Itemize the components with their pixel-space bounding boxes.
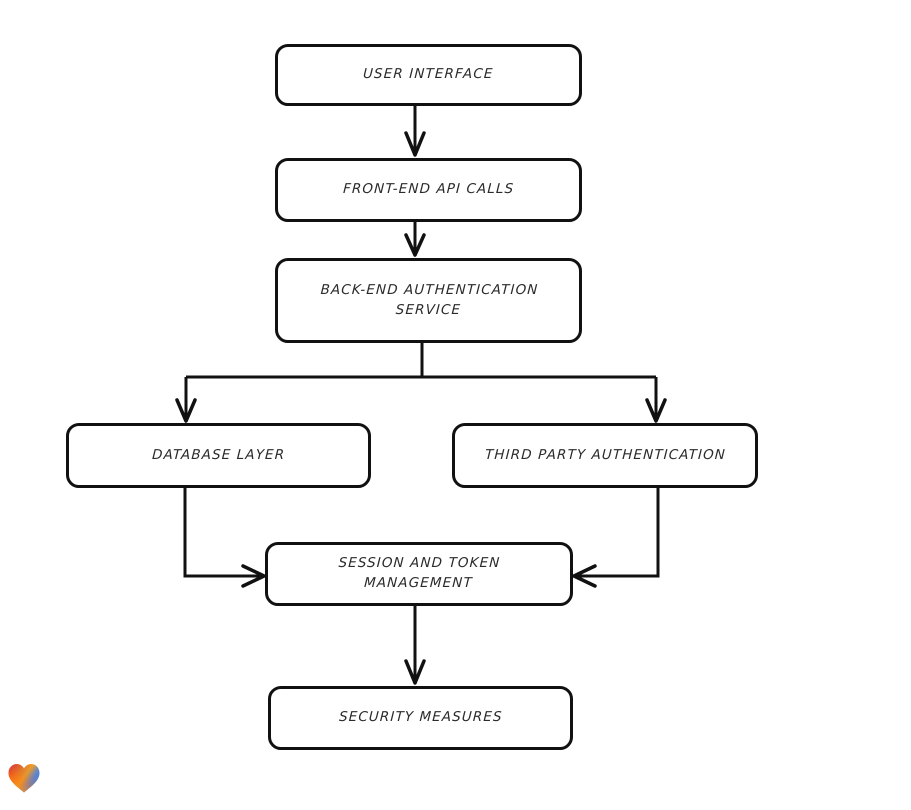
node-label: User Interface bbox=[362, 66, 495, 83]
heart-icon bbox=[8, 764, 40, 793]
node-session-token-management[interactable]: Session and Token Management bbox=[265, 542, 573, 606]
node-label: Session and Token Management bbox=[338, 555, 501, 591]
node-label: Back-End Authentication Service bbox=[319, 281, 539, 318]
node-security-measures[interactable]: Security Measures bbox=[268, 686, 573, 750]
edge-third-party-to-session bbox=[572, 488, 660, 588]
edge-branch-to-third-party bbox=[645, 377, 667, 423]
node-label: Front-End API Calls bbox=[342, 181, 515, 198]
node-back-end-auth-service[interactable]: Back-End Authentication Service bbox=[275, 258, 582, 343]
node-label: Database Layer bbox=[151, 446, 286, 463]
node-label: Third Party Authentication bbox=[484, 446, 726, 463]
node-user-interface[interactable]: User Interface bbox=[275, 44, 582, 106]
edge-ui-to-api bbox=[404, 106, 426, 157]
edge-branch-to-database bbox=[175, 377, 197, 423]
node-front-end-api-calls[interactable]: Front-End API Calls bbox=[275, 158, 582, 222]
node-third-party-authentication[interactable]: Third Party Authentication bbox=[452, 423, 758, 488]
node-database-layer[interactable]: Database Layer bbox=[66, 423, 371, 488]
edge-api-to-backend bbox=[404, 222, 426, 257]
edge-session-to-security bbox=[404, 606, 426, 685]
edge-backend-branch-trunk bbox=[186, 343, 656, 379]
node-label: Security Measures bbox=[338, 709, 503, 726]
edge-database-to-session bbox=[183, 488, 266, 588]
